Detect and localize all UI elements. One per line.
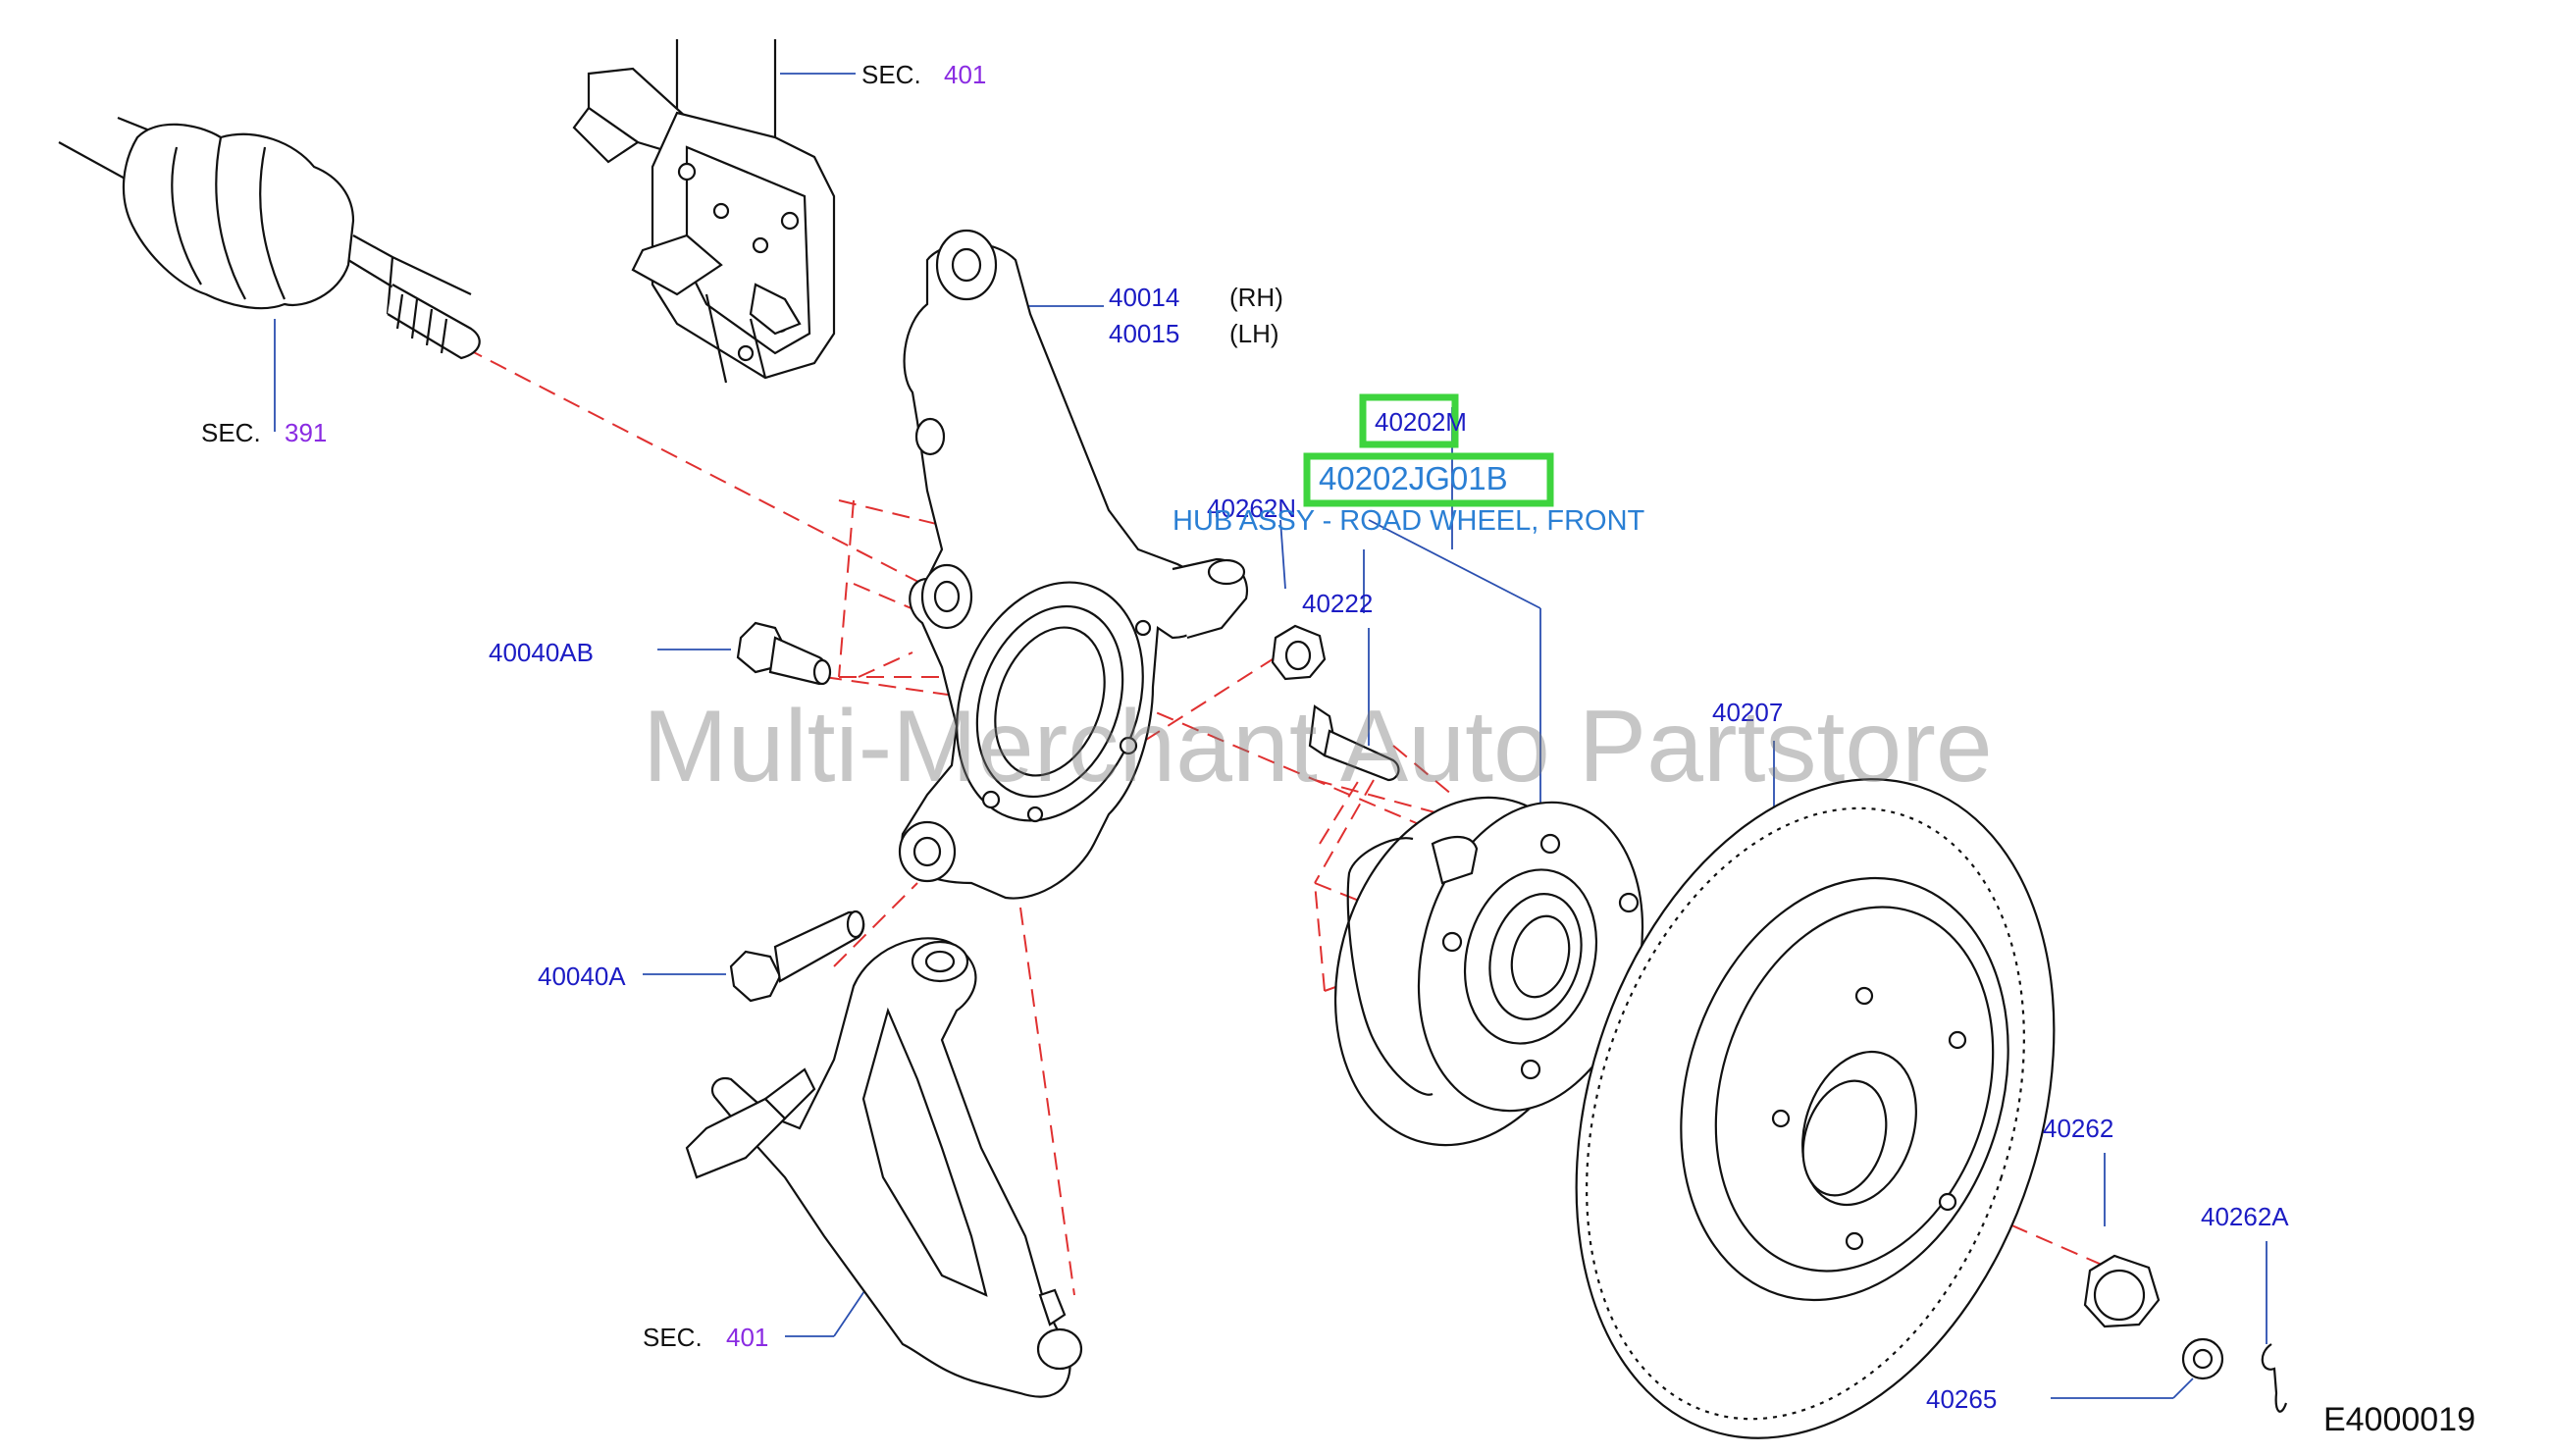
part-nut-cap[interactable]: 40265 <box>1926 1384 1998 1414</box>
part-rotor[interactable]: 40207 <box>1712 698 1784 727</box>
sec-label-lower-arm: SEC. <box>643 1325 703 1350</box>
steering-knuckle <box>898 229 1249 900</box>
sec-prefix: SEC. <box>643 1323 703 1352</box>
hub-assembly <box>1333 796 1644 1147</box>
sec-number-strut[interactable]: 401 <box>944 60 987 89</box>
part-hub-assy-m[interactable]: 40202M <box>1375 407 1467 437</box>
knuckle-bolts <box>729 621 865 1003</box>
side-rh-label: (RH) <box>1229 283 1283 312</box>
lower-control-arm <box>685 937 1083 1398</box>
sec-number-drive-shaft[interactable]: 391 <box>285 418 328 447</box>
part-knuckle-rh[interactable]: 40014 <box>1109 283 1180 312</box>
sec-label-drive-shaft: SEC. <box>201 420 261 445</box>
part-hub-nut-n[interactable]: 40262N <box>1207 494 1297 523</box>
watermark: Multi-Merchant Auto Partstore <box>643 690 1993 804</box>
highlight-box-hub-part <box>1303 452 1554 507</box>
sec-prefix: SEC. <box>861 60 921 89</box>
figure-id: E4000019 <box>2322 1401 2476 1438</box>
part-axle-nut[interactable]: 40262 <box>2043 1114 2114 1143</box>
strut-bracket <box>572 39 836 384</box>
drive-shaft <box>58 116 481 360</box>
part-cotter-pin[interactable]: 40262A <box>2201 1202 2289 1231</box>
part-bolt-a[interactable]: 40040A <box>538 962 626 991</box>
part-hub-bolt[interactable]: 40222 <box>1302 589 1374 618</box>
part-bolt-ab[interactable]: 40040AB <box>489 638 594 667</box>
sec-prefix: SEC. <box>201 418 261 447</box>
part-hub-assy-number[interactable]: 40202JG01B <box>1319 460 1508 496</box>
highlight-box-hub-m <box>1359 393 1459 448</box>
hub-fasteners <box>1271 624 1400 782</box>
sec-number-lower-arm[interactable]: 401 <box>726 1323 769 1352</box>
side-lh-label: (LH) <box>1229 319 1279 348</box>
sec-label-strut: SEC. <box>861 62 921 87</box>
axle-nut-parts <box>2083 1254 2288 1413</box>
hub-assy-description: HUB ASSY - ROAD WHEEL, FRONT <box>1173 505 1645 537</box>
brake-rotor <box>1575 778 2056 1439</box>
part-knuckle-lh[interactable]: 40015 <box>1109 319 1180 348</box>
